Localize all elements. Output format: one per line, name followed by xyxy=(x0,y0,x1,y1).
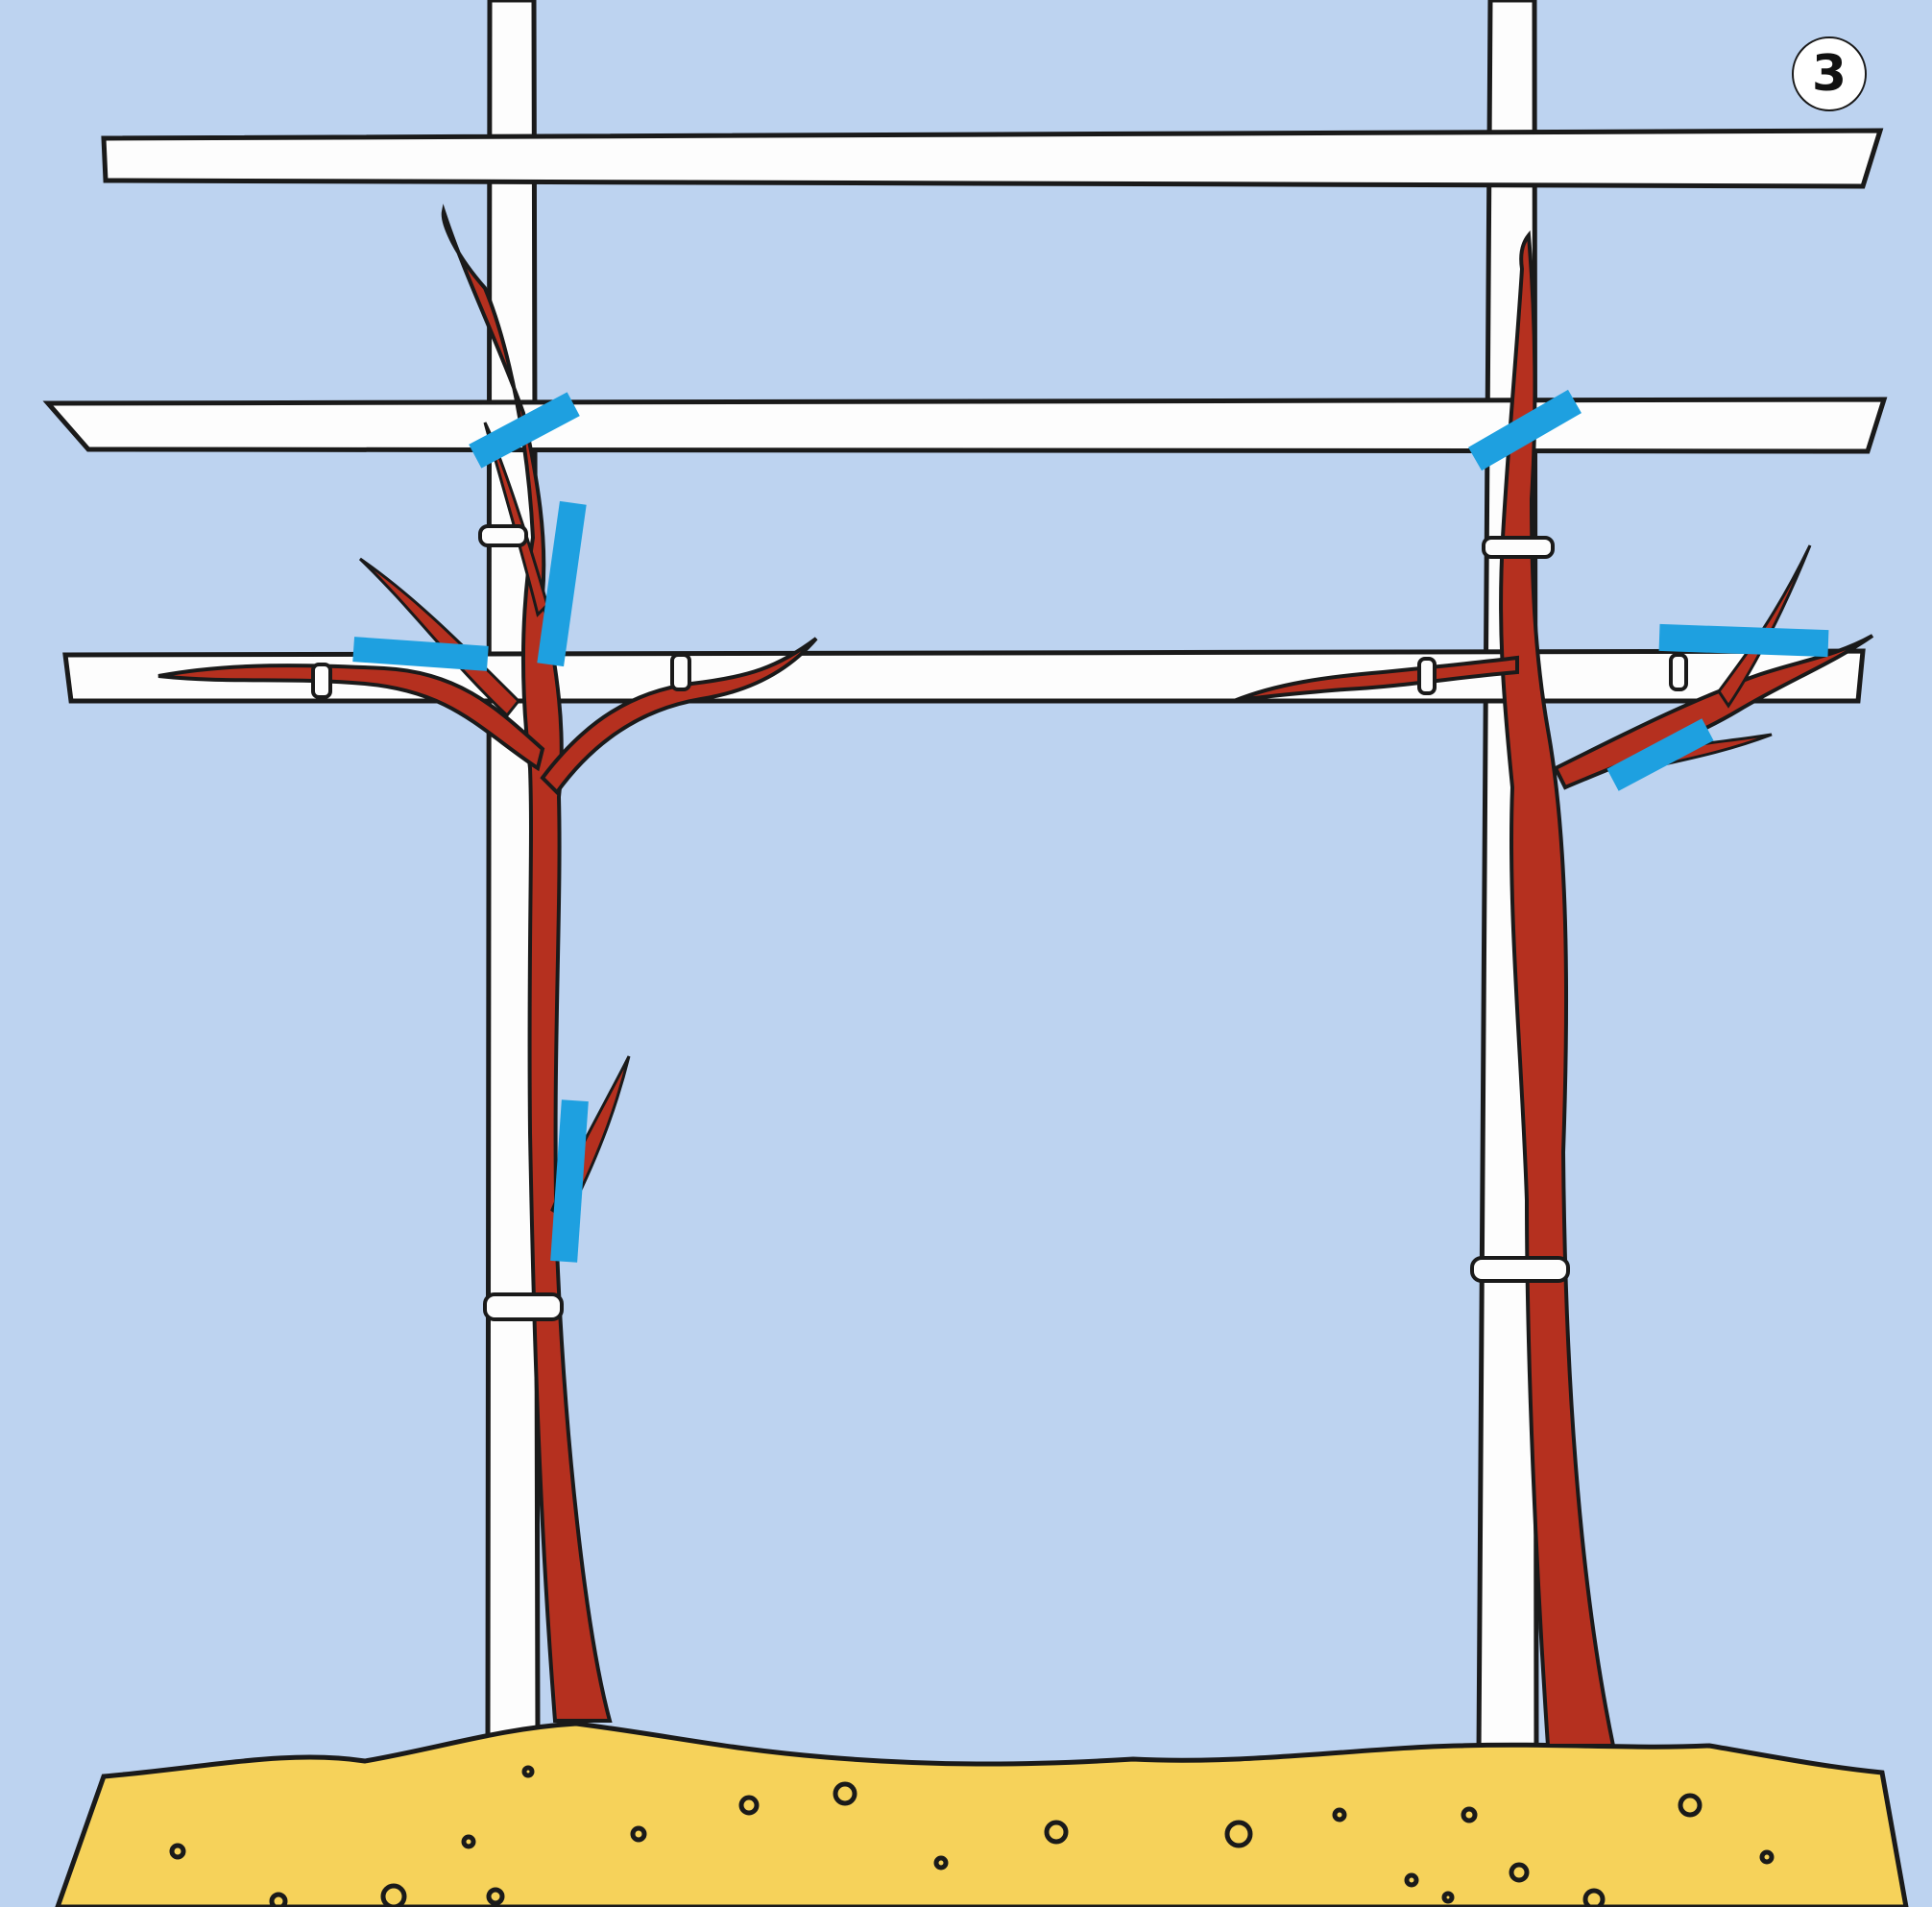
pruning-mark xyxy=(469,392,580,469)
trellis-rail-middle xyxy=(42,397,1888,454)
tie xyxy=(1669,653,1688,691)
pruning-mark xyxy=(1658,623,1829,658)
pruning-mark xyxy=(352,637,489,671)
pruning-mark xyxy=(1606,718,1714,791)
step-number-label: 3 xyxy=(1811,45,1847,103)
pruning-marks xyxy=(352,389,1829,1263)
tie xyxy=(483,1292,564,1321)
tie xyxy=(1417,657,1437,695)
tie xyxy=(1470,1256,1570,1283)
pruning-mark xyxy=(550,1099,589,1263)
soil xyxy=(55,1721,1909,1907)
tie xyxy=(311,663,332,699)
left-vine-arm-left xyxy=(157,664,545,772)
left-vine-ties xyxy=(311,524,691,1321)
soil-mound xyxy=(55,1721,1909,1907)
trellis-rail-top xyxy=(101,128,1884,189)
tie xyxy=(1482,536,1555,559)
left-vine-arm-right xyxy=(540,637,818,796)
step-number-badge: 3 xyxy=(1792,36,1867,111)
trellis-rail-bottom xyxy=(62,648,1866,704)
left-vine-trunk xyxy=(441,204,613,1723)
right-vine-trunk xyxy=(1499,229,1616,1748)
pruning-mark xyxy=(1468,389,1582,471)
tie xyxy=(478,524,528,547)
soil-pebbles xyxy=(169,1765,1775,1907)
tie xyxy=(670,653,691,691)
pruning-mark xyxy=(537,500,587,667)
right-vine-ties xyxy=(1417,536,1688,1283)
